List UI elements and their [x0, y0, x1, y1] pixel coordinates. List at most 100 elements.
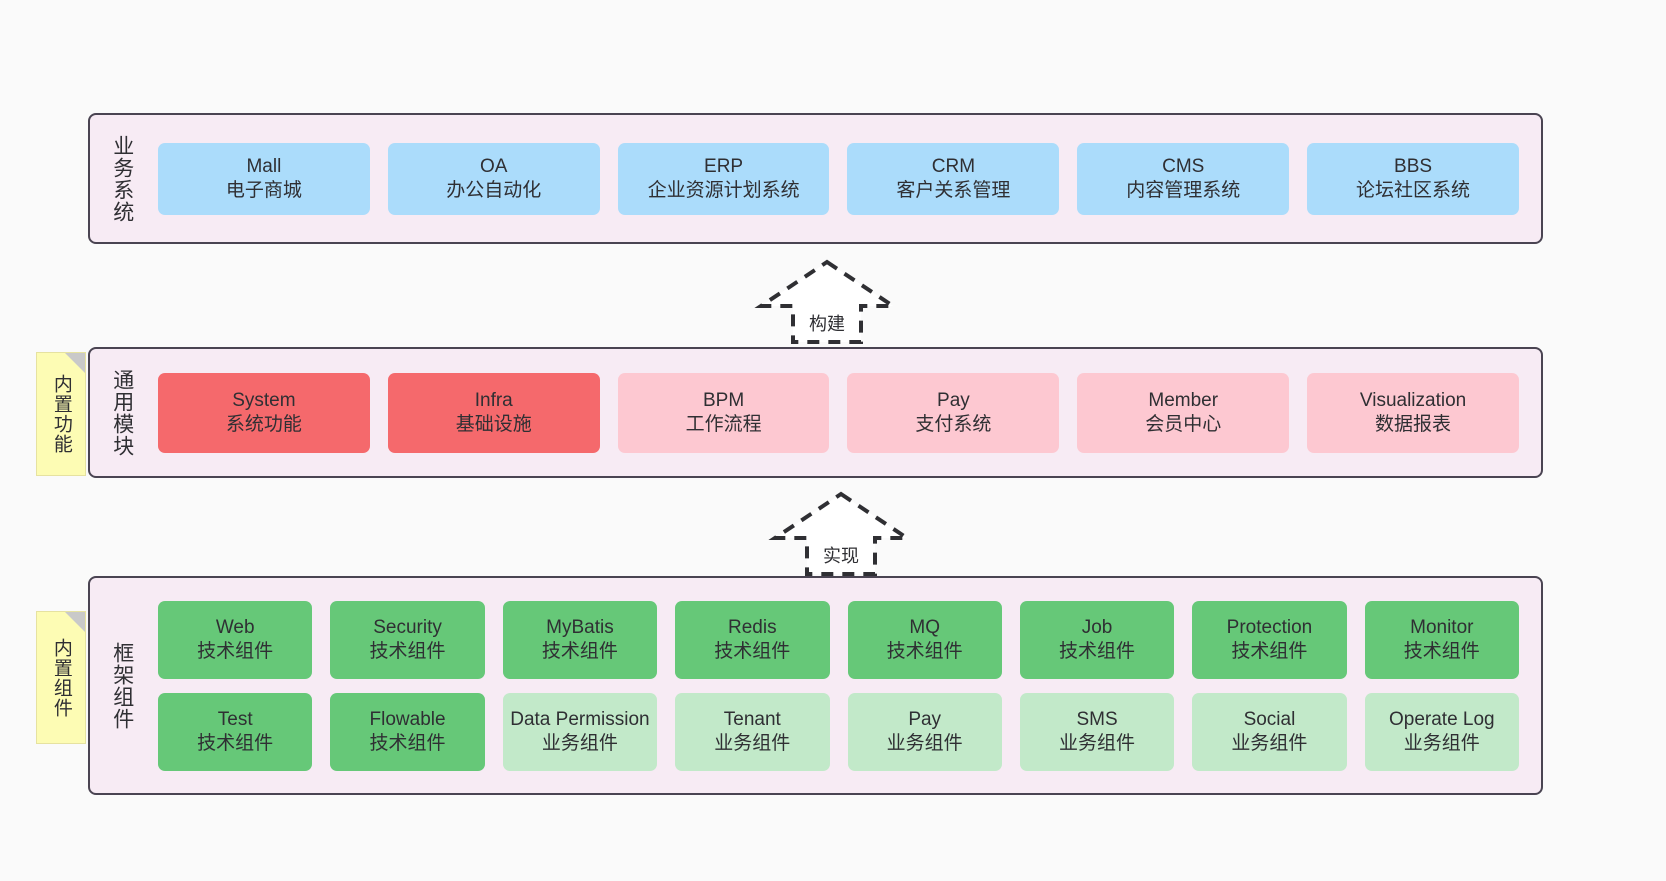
- card-subtitle: 基础设施: [455, 413, 532, 435]
- card-subtitle: 业务组件: [714, 732, 791, 754]
- layer-business-title: 业务系统: [110, 134, 134, 223]
- card-subtitle: 电子商城: [225, 179, 302, 201]
- card-title: Operate Log: [1388, 709, 1495, 731]
- card-protection[interactable]: Protection 技术组件: [1192, 600, 1347, 679]
- card-system[interactable]: System 系统功能: [158, 372, 370, 453]
- common-row: System 系统功能 Infra 基础设施 BPM 工作流程 Pay 支付系统: [158, 372, 1519, 453]
- card-flowable[interactable]: Flowable 技术组件: [330, 692, 485, 771]
- card-title: Job: [1081, 617, 1113, 639]
- card-subtitle: 技术组件: [197, 732, 274, 754]
- card-title: System: [232, 390, 296, 412]
- card-subtitle: 技术组件: [1231, 640, 1308, 662]
- card-subtitle: 业务组件: [541, 732, 618, 754]
- layer-common-title: 通用模块: [110, 368, 134, 457]
- layer-framework-components: 框架组件 Web 技术组件 Security 技术组件 MyBatis 技术组件: [88, 576, 1543, 795]
- card-subtitle: 技术组件: [197, 640, 274, 662]
- card-sms[interactable]: SMS 业务组件: [1019, 692, 1175, 771]
- card-visualization[interactable]: Visualization 数据报表: [1307, 372, 1519, 453]
- card-title: Social: [1243, 709, 1296, 731]
- card-subtitle: 技术组件: [1403, 640, 1480, 662]
- layer-common-modules: 通用模块 System 系统功能 Infra 基础设施 BPM 工作流程: [88, 347, 1543, 478]
- card-subtitle: 技术组件: [369, 732, 446, 754]
- card-oa[interactable]: OA 办公自动化: [387, 142, 600, 215]
- business-card-grid: Mall 电子商城 OA 办公自动化 ERP 企业资源计划系统 CRM 客户关系…: [150, 142, 1527, 215]
- card-subtitle: 论坛社区系统: [1356, 179, 1471, 201]
- card-subtitle: 技术组件: [714, 640, 791, 662]
- card-title: Security: [373, 617, 442, 639]
- card-title: Test: [217, 709, 253, 731]
- card-title: Monitor: [1410, 617, 1474, 639]
- note-builtin-function-label: 内置功能: [50, 374, 72, 454]
- card-social[interactable]: Social 业务组件: [1192, 692, 1347, 771]
- layer-business-body: Mall 电子商城 OA 办公自动化 ERP 企业资源计划系统 CRM 客户关系…: [144, 115, 1541, 242]
- card-title: ERP: [704, 156, 744, 178]
- card-monitor[interactable]: Monitor 技术组件: [1364, 600, 1519, 679]
- card-title: Tenant: [723, 709, 781, 731]
- card-title: Protection: [1226, 617, 1313, 639]
- card-mall[interactable]: Mall 电子商城: [158, 142, 370, 215]
- card-title: Web: [215, 617, 255, 639]
- card-subtitle: 工作流程: [685, 413, 762, 435]
- card-test[interactable]: Test 技术组件: [158, 692, 313, 771]
- card-title: MQ: [909, 617, 940, 639]
- card-title: Infra: [474, 390, 513, 412]
- framework-card-grid: Web 技术组件 Security 技术组件 MyBatis 技术组件 Redi…: [150, 600, 1527, 771]
- card-infra[interactable]: Infra 基础设施: [387, 372, 600, 453]
- arrow-build: 构建: [754, 258, 900, 344]
- card-tenant[interactable]: Tenant 业务组件: [675, 692, 830, 771]
- card-title: Mall: [246, 156, 282, 178]
- arrow-implement: 实现: [768, 490, 914, 576]
- layer-business-systems: 业务系统 Mall 电子商城 OA 办公自动化 ERP 企业资源计划系统: [88, 113, 1543, 244]
- card-subtitle: 业务组件: [1403, 732, 1480, 754]
- card-web[interactable]: Web 技术组件: [158, 600, 313, 679]
- card-pay-component[interactable]: Pay 业务组件: [847, 692, 1002, 771]
- card-title: SMS: [1076, 709, 1118, 731]
- card-erp[interactable]: ERP 企业资源计划系统: [617, 142, 830, 215]
- card-subtitle: 内容管理系统: [1126, 179, 1241, 201]
- card-subtitle: 客户关系管理: [896, 179, 1011, 201]
- card-crm[interactable]: CRM 客户关系管理: [847, 142, 1060, 215]
- card-member[interactable]: Member 会员中心: [1077, 372, 1290, 453]
- card-security[interactable]: Security 技术组件: [330, 600, 485, 679]
- card-subtitle: 业务组件: [1231, 732, 1308, 754]
- card-title: CMS: [1162, 156, 1205, 178]
- framework-row-tech: Web 技术组件 Security 技术组件 MyBatis 技术组件 Redi…: [158, 600, 1519, 679]
- card-subtitle: 业务组件: [1059, 732, 1136, 754]
- card-subtitle: 系统功能: [225, 413, 302, 435]
- card-subtitle: 办公自动化: [446, 179, 542, 201]
- card-title: Visualization: [1359, 390, 1467, 412]
- business-row: Mall 电子商城 OA 办公自动化 ERP 企业资源计划系统 CRM 客户关系…: [158, 142, 1519, 215]
- card-subtitle: 数据报表: [1375, 413, 1452, 435]
- card-subtitle: 业务组件: [886, 732, 963, 754]
- card-subtitle: 技术组件: [541, 640, 618, 662]
- card-subtitle: 技术组件: [1059, 640, 1136, 662]
- note-builtin-component-label: 内置组件: [50, 637, 72, 718]
- card-title: Pay: [908, 709, 942, 731]
- card-subtitle: 支付系统: [915, 413, 992, 435]
- note-builtin-component: 内置组件: [36, 611, 86, 744]
- card-operate-log[interactable]: Operate Log 业务组件: [1364, 692, 1519, 771]
- card-title: Redis: [728, 617, 777, 639]
- card-title: BPM: [702, 390, 745, 412]
- card-mybatis[interactable]: MyBatis 技术组件: [502, 600, 658, 679]
- card-bbs[interactable]: BBS 论坛社区系统: [1307, 142, 1519, 215]
- card-subtitle: 技术组件: [369, 640, 446, 662]
- card-mq[interactable]: MQ 技术组件: [847, 600, 1002, 679]
- card-title: BBS: [1394, 156, 1433, 178]
- layer-framework-body: Web 技术组件 Security 技术组件 MyBatis 技术组件 Redi…: [144, 578, 1541, 793]
- card-pay-module[interactable]: Pay 支付系统: [847, 372, 1060, 453]
- card-redis[interactable]: Redis 技术组件: [675, 600, 830, 679]
- layer-framework-title: 框架组件: [110, 641, 134, 730]
- card-title: MyBatis: [546, 617, 614, 639]
- card-title: CRM: [931, 156, 976, 178]
- card-data-permission[interactable]: Data Permission 业务组件: [502, 692, 658, 771]
- card-job[interactable]: Job 技术组件: [1019, 600, 1175, 679]
- card-cms[interactable]: CMS 内容管理系统: [1077, 142, 1290, 215]
- card-bpm[interactable]: BPM 工作流程: [617, 372, 830, 453]
- card-subtitle: 会员中心: [1145, 413, 1222, 435]
- card-title: Data Permission: [510, 709, 650, 731]
- card-title: Pay: [937, 390, 970, 412]
- note-builtin-function: 内置功能: [36, 352, 86, 476]
- card-title: OA: [480, 156, 508, 178]
